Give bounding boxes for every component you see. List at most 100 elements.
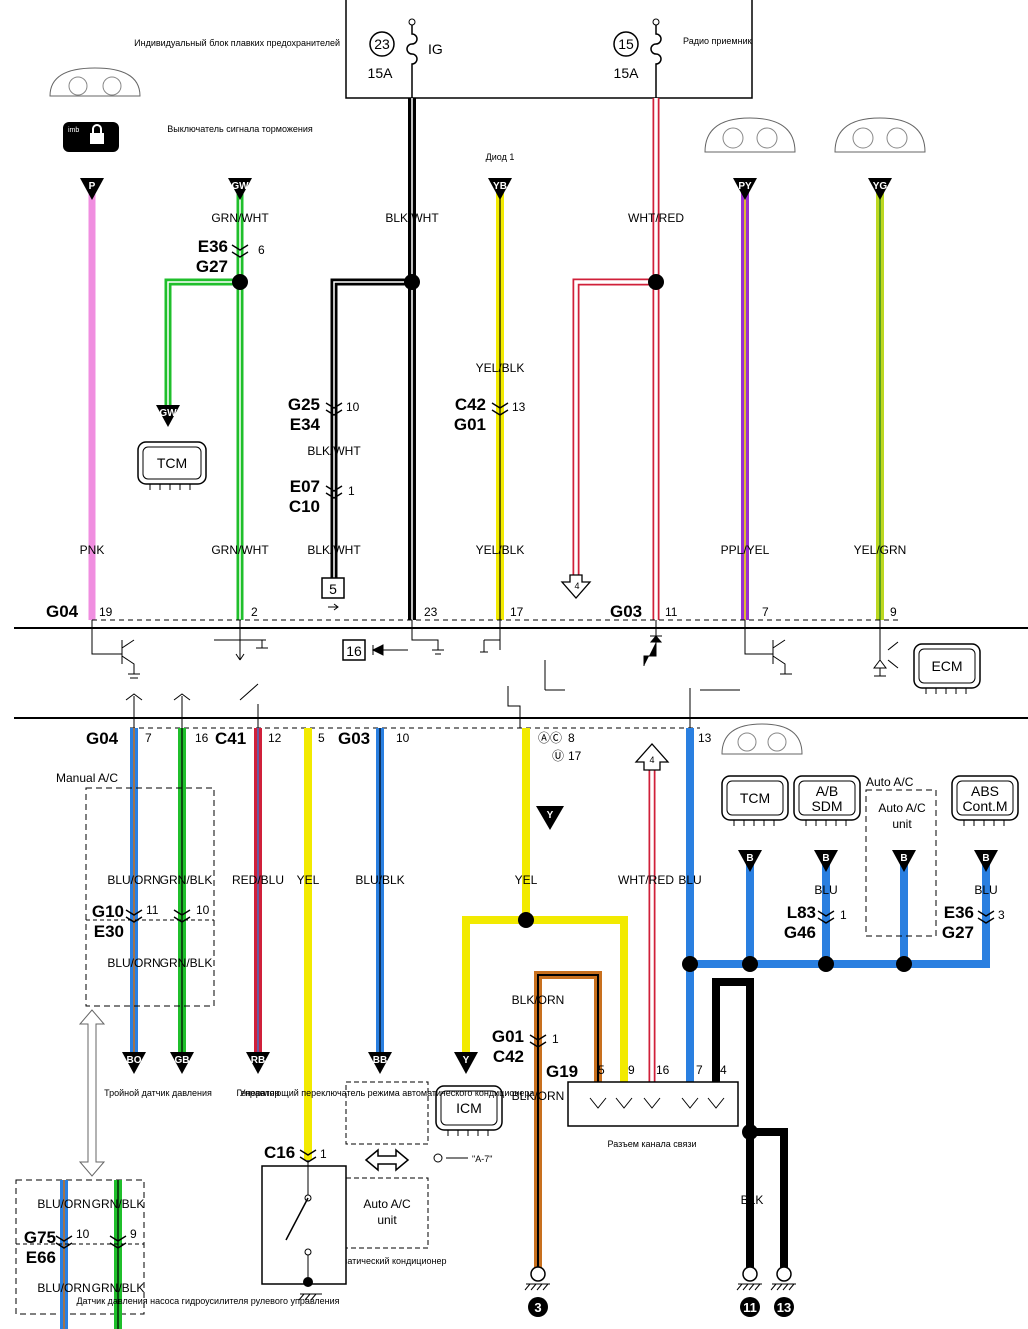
- fuse-23-rating: 15A: [368, 65, 394, 81]
- svg-text:G25: G25: [288, 395, 320, 414]
- svg-text:Ⓤ: Ⓤ: [552, 749, 564, 763]
- svg-text:11: 11: [743, 1300, 757, 1315]
- connector-g25-e34: G25 E34 10: [288, 395, 360, 434]
- reference-arrow-4-lower: 4: [634, 743, 670, 771]
- wire-label-pnk: PNK: [80, 543, 105, 557]
- svg-text:16: 16: [656, 1063, 670, 1077]
- svg-text:G75: G75: [24, 1228, 56, 1247]
- svg-text:BB: BB: [373, 1055, 387, 1066]
- wire-label-yel-blk: YEL/BLK: [476, 361, 525, 375]
- ecm-module: ECM: [913, 643, 981, 694]
- svg-text:13: 13: [698, 731, 712, 745]
- wire-blk-wht: [330, 98, 420, 620]
- wire-label-grn-wht: GRN/WHT: [211, 211, 269, 225]
- reference-box-16: 16: [342, 639, 408, 661]
- svg-text:YB: YB: [493, 181, 507, 192]
- wire-label-grn-blk: GRN/BLK: [160, 956, 213, 970]
- wire-yel-data: [462, 728, 628, 1090]
- wire-label-blk-orn: BLK/ORN: [512, 993, 565, 1007]
- wire-label-yel-blk: YEL/BLK: [476, 543, 525, 557]
- svg-text:10: 10: [396, 731, 410, 745]
- svg-text:5: 5: [318, 731, 325, 745]
- svg-text:ABS: ABS: [971, 783, 999, 799]
- fuse-box: Индивидуальный блок плавких предохраните…: [134, 0, 753, 99]
- svg-text:unit: unit: [892, 817, 912, 831]
- svg-text:17: 17: [510, 605, 524, 619]
- svg-text:7: 7: [696, 1063, 703, 1077]
- svg-text:C16: C16: [264, 1143, 295, 1162]
- terminal-gw: GW: [228, 178, 252, 200]
- wire-label-blk-wht: BLK/WHT: [385, 211, 439, 225]
- terminal-gb: GB: [170, 1052, 194, 1074]
- svg-text:1: 1: [840, 908, 847, 922]
- svg-text:RB: RB: [251, 1055, 265, 1066]
- data-link-connector-g19: G19 5 9 16 7 4 Разъем канала связи: [546, 1062, 739, 1149]
- terminal-py: PY: [733, 178, 757, 200]
- auto-ac-region: Auto A/C Auto A/C unit: [865, 775, 937, 937]
- abs-module: ABS Cont.M: [951, 775, 1019, 826]
- svg-text:G01: G01: [492, 1027, 524, 1046]
- svg-text:unit: unit: [377, 1213, 397, 1227]
- connector-c16-switch: C16 1: [261, 1143, 347, 1301]
- wire-label-blk-orn: BLK/ORN: [512, 1089, 565, 1103]
- wire-label-blk-wht: BLK/WHT: [307, 444, 361, 458]
- reference-arrow-4: 4: [560, 574, 592, 599]
- connector-e36-g27: E36 G27 6: [196, 237, 265, 276]
- svg-text:Y: Y: [463, 1055, 470, 1066]
- fuse-23-label: IG: [428, 41, 443, 57]
- wire-label-blu: BLU: [814, 883, 837, 897]
- wire-label-blu-orn: BLU/ORN: [107, 873, 160, 887]
- svg-text:C42: C42: [455, 395, 486, 414]
- icm-module: ICM "A-7": [433, 1085, 503, 1164]
- svg-text:4: 4: [720, 1063, 727, 1077]
- icm-reference: "A-7": [472, 1154, 492, 1164]
- ecm-connector-g04-lower: G04: [86, 729, 119, 748]
- manual-ac-region: Manual A/C: [56, 771, 215, 1007]
- fuse-23-symbol: [406, 22, 418, 98]
- terminal-bb: BB: [368, 1052, 392, 1074]
- svg-text:G46: G46: [784, 923, 816, 942]
- terminal-gw-tcm: GW: [156, 405, 180, 427]
- svg-text:GW: GW: [159, 408, 177, 419]
- svg-text:TCM: TCM: [157, 455, 187, 471]
- svg-text:TCM: TCM: [740, 790, 770, 806]
- svg-text:G19: G19: [546, 1062, 578, 1081]
- svg-text:ECM: ECM: [931, 658, 962, 674]
- svg-text:P: P: [89, 181, 96, 192]
- terminal-y: Y: [454, 1052, 478, 1074]
- connector-g01-c42: G01 C42 1: [492, 1027, 559, 1066]
- wire-label-blu: BLU: [678, 873, 701, 887]
- ac-mode-switch-region: Управляющий переключатель режима автомат…: [240, 1081, 535, 1266]
- immobilizer-lock-icon: imb: [63, 122, 119, 152]
- generator-label: Генератор: [236, 1088, 279, 1098]
- svg-text:9: 9: [628, 1063, 635, 1077]
- ground-3: 3: [524, 1266, 550, 1317]
- fuse-15-symbol: [650, 22, 662, 98]
- svg-text:G10: G10: [92, 902, 124, 921]
- svg-text:E07: E07: [290, 477, 320, 496]
- gauge-cluster-icon: [704, 117, 796, 153]
- svg-text:3: 3: [534, 1300, 541, 1315]
- svg-text:Auto A/C: Auto A/C: [363, 1197, 411, 1211]
- svg-text:16: 16: [346, 643, 362, 659]
- fuse-box-title: Индивидуальный блок плавких предохраните…: [134, 38, 340, 48]
- svg-text:19: 19: [99, 605, 113, 619]
- svg-text:GRN/BLK: GRN/BLK: [92, 1197, 145, 1211]
- connector-e36-g27-lower: E36 G27 3: [942, 903, 1005, 942]
- svg-text:E36: E36: [944, 903, 974, 922]
- ecm-connector-g03-lower: G03: [338, 729, 370, 748]
- svg-text:G01: G01: [454, 415, 486, 434]
- svg-text:GB: GB: [175, 1055, 190, 1066]
- wire-label-red-blu: RED/BLU: [232, 873, 284, 887]
- terminal-bo: BO: [122, 1052, 146, 1074]
- terminal-p: P: [80, 178, 104, 200]
- connector-l83-g46: L83 G46 1: [784, 903, 847, 942]
- brake-switch-label: Выключатель сигнала торможения: [167, 124, 313, 134]
- terminal-b: B: [814, 850, 838, 872]
- ac-mode-switch-label: Управляющий переключатель режима автомат…: [240, 1088, 535, 1098]
- power-steering-sensor-region: BLU/ORN GRN/BLK BLU/ORN GRN/BLK Датчик д…: [15, 1179, 340, 1329]
- fuse-23-number: 23: [374, 36, 390, 52]
- svg-text:4: 4: [649, 755, 654, 765]
- svg-text:Auto A/C: Auto A/C: [866, 775, 914, 789]
